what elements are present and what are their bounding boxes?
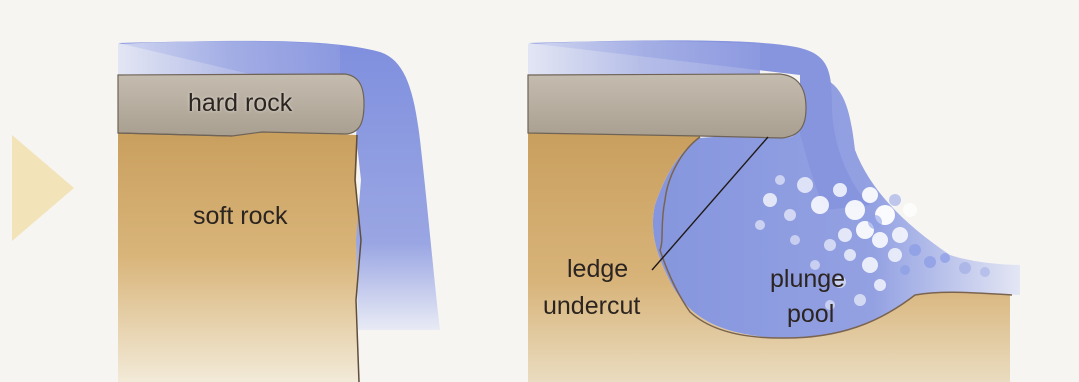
label-hard-rock: hard rock: [188, 89, 292, 118]
label-plunge: plunge: [770, 265, 845, 294]
label-pool: pool: [787, 300, 834, 329]
label-undercut: undercut: [543, 292, 640, 321]
river-right: [528, 41, 760, 75]
river-left: [118, 41, 340, 75]
hard-rock-layer-right: [528, 74, 806, 138]
soft-rock-layer: [118, 132, 361, 382]
label-ledge: ledge: [567, 255, 628, 284]
label-soft-rock: soft rock: [193, 202, 287, 231]
arrow-shape: [12, 135, 74, 241]
